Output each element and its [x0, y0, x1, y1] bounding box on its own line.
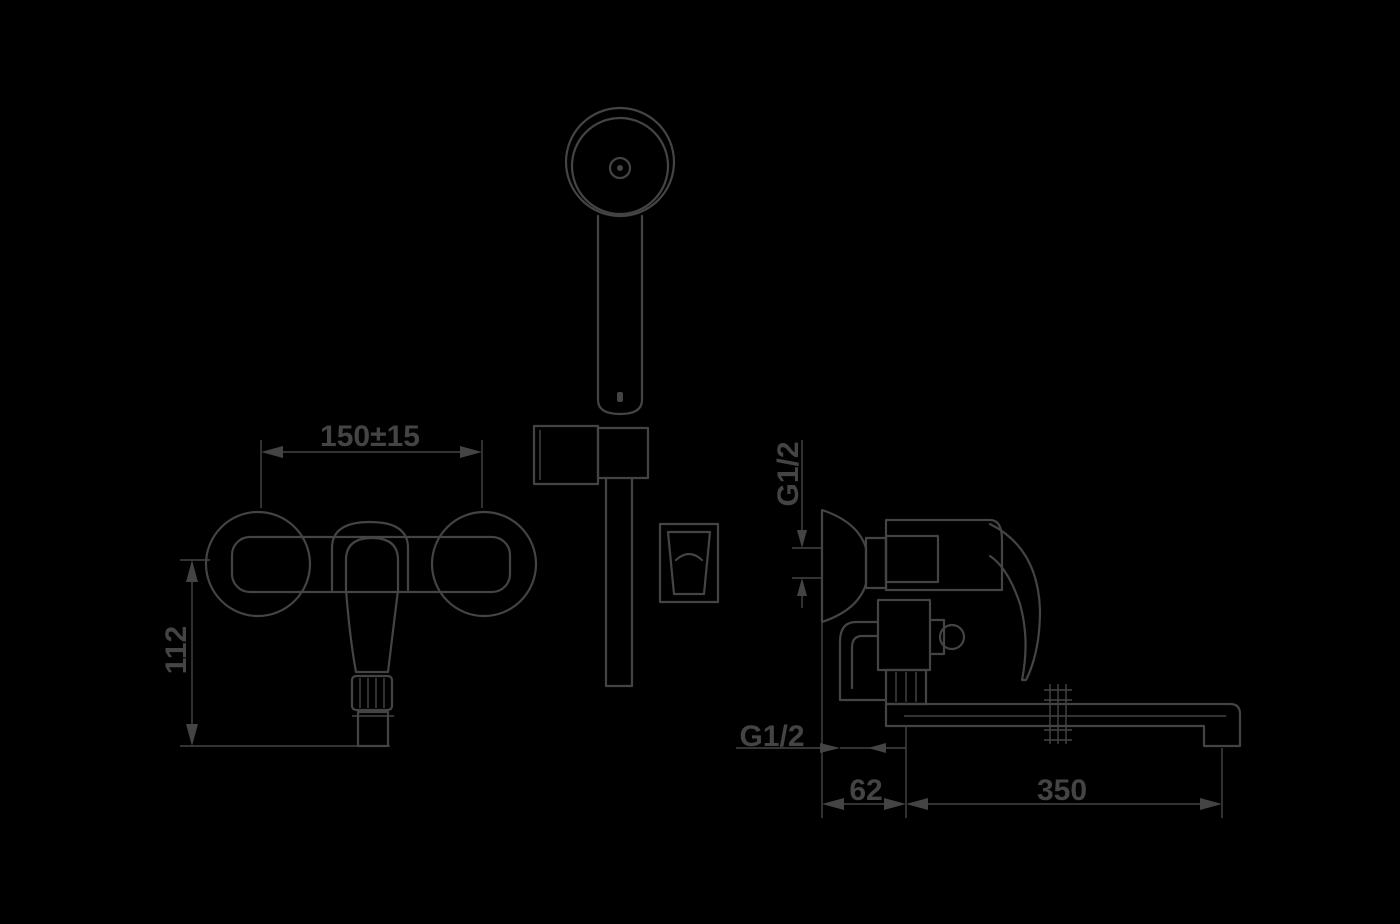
diverter-knob — [350, 674, 394, 712]
side-escutcheon — [820, 508, 868, 624]
dimension-projection: 62 350 — [821, 620, 1223, 818]
mixer-front-view — [204, 510, 538, 748]
dimension-mount-spacing: 150±15 — [260, 420, 483, 508]
spout — [884, 702, 1242, 748]
mixer-body — [230, 535, 512, 594]
holder-knob — [532, 424, 600, 486]
side-lever — [988, 522, 1042, 682]
spout-length-label: 350 — [1037, 774, 1087, 807]
side-body — [884, 518, 1004, 592]
shower-head-center — [608, 156, 632, 180]
shower-head-outer — [564, 106, 676, 218]
wall-offset-label: 62 — [849, 774, 882, 807]
lever-handle — [344, 536, 400, 674]
mixer-side-view — [820, 508, 1242, 748]
thread-top-label: G1/2 — [772, 441, 805, 506]
spout-break-mark — [1044, 684, 1072, 744]
side-diverter — [938, 623, 966, 651]
dimension-mixer-height: 112 — [160, 559, 390, 747]
shower-head-inner — [570, 116, 670, 216]
lever-housing — [330, 520, 410, 592]
outlet-nipple — [356, 710, 390, 748]
side-lower-block — [876, 598, 932, 672]
holder-clamp — [596, 426, 650, 480]
shower-handle — [596, 214, 644, 416]
left-escutcheon — [204, 510, 312, 618]
thread-bottom-label: G1/2 — [739, 720, 804, 753]
wall-bracket — [658, 522, 720, 604]
shower-hose — [604, 476, 634, 688]
dimension-thread-bottom: G1/2 — [736, 720, 906, 753]
mixer-height-label: 112 — [160, 626, 193, 674]
right-escutcheon — [430, 510, 538, 618]
inlet-pipe — [838, 620, 888, 702]
hand-shower — [532, 106, 720, 688]
mount-spacing-label: 150±15 — [320, 420, 420, 453]
dimension-thread-top: G1/2 — [772, 440, 822, 608]
